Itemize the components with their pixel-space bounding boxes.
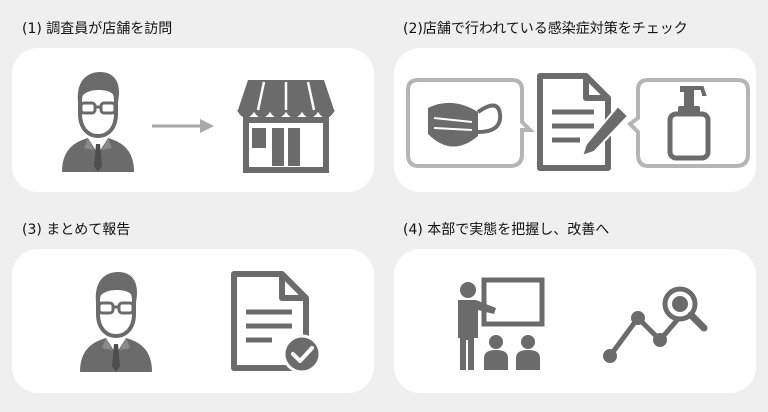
arrow-right-icon [152,119,214,133]
investigator-icon [80,272,152,372]
face-mask-icon [406,78,535,168]
checklist-pencil-icon [537,73,630,171]
report-check-icon [231,271,322,374]
investigator-icon [62,72,134,172]
step-4-title: (4) 本部で実態を把握し、改善へ [403,222,610,238]
storefront-icon [237,80,335,173]
presentation-meeting-icon [458,277,545,370]
step-2-title: (2)店舗で行われている感染症対策をチェック [403,21,688,37]
step-1-title: (1) 調査員が店舗を訪問 [22,21,173,37]
sanitizer-bottle-icon [626,78,750,168]
trend-analysis-icon [603,286,708,363]
step-3-title: (3) まとめて報告 [22,222,131,238]
